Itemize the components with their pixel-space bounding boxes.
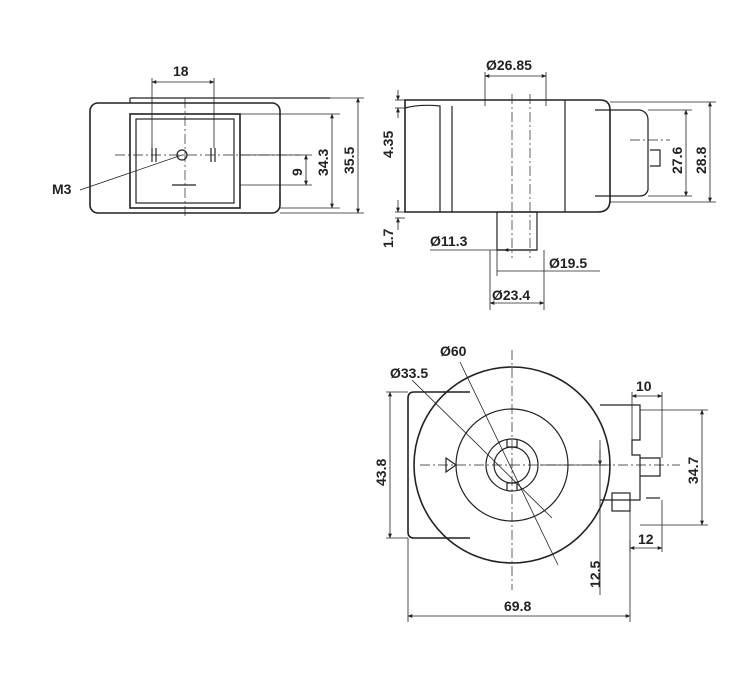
label-28-8: 28.8	[693, 147, 709, 174]
label-dia-23-4: Ø23.4	[492, 287, 530, 303]
label-35-5: 35.5	[341, 147, 357, 174]
label-9: 9	[289, 168, 305, 176]
terminal-pin	[640, 457, 661, 477]
label-4-35: 4.35	[380, 131, 396, 158]
label-34-3: 34.3	[315, 149, 331, 176]
top-body-side	[407, 391, 470, 539]
top-view: Ø60 Ø33.5 10 43.8 34.7 12 12.5 69.8	[373, 343, 708, 622]
leader-dia-60	[459, 361, 559, 566]
side-pin	[650, 149, 661, 167]
label-10: 10	[636, 378, 652, 394]
label-69-8: 69.8	[504, 598, 531, 614]
m3-leader	[79, 154, 183, 191]
terminal-block	[600, 404, 641, 501]
label-dia-33-5: Ø33.5	[390, 365, 428, 381]
front-view: 18 M3 9 34.3 35.5	[52, 63, 364, 218]
label-12-5: 12.5	[587, 561, 603, 588]
label-34-7: 34.7	[685, 457, 701, 484]
side-connector	[595, 109, 649, 197]
side-tube	[496, 211, 538, 251]
leader-dia-33-5	[411, 379, 553, 519]
label-dia-19-5: Ø19.5	[549, 255, 587, 271]
pin-left	[151, 148, 157, 162]
label-12: 12	[638, 531, 654, 547]
label-dia-60: Ø60	[440, 343, 467, 359]
terminal-square	[611, 492, 631, 512]
label-m3: M3	[52, 181, 72, 197]
label-43-8: 43.8	[373, 459, 389, 486]
label-27-6: 27.6	[669, 147, 685, 174]
label-dia-11-3: Ø11.3	[430, 233, 468, 249]
label-18: 18	[173, 63, 189, 79]
side-view: Ø26.85 4.35 27.6 28.8 1.7 Ø11.3 Ø19.5	[380, 57, 716, 310]
label-dia-26-85: Ø26.85	[486, 57, 532, 73]
pin-right	[210, 148, 216, 162]
side-body-outline	[404, 99, 611, 213]
label-1-7: 1.7	[380, 228, 396, 248]
m3-screw-hole	[176, 149, 188, 161]
